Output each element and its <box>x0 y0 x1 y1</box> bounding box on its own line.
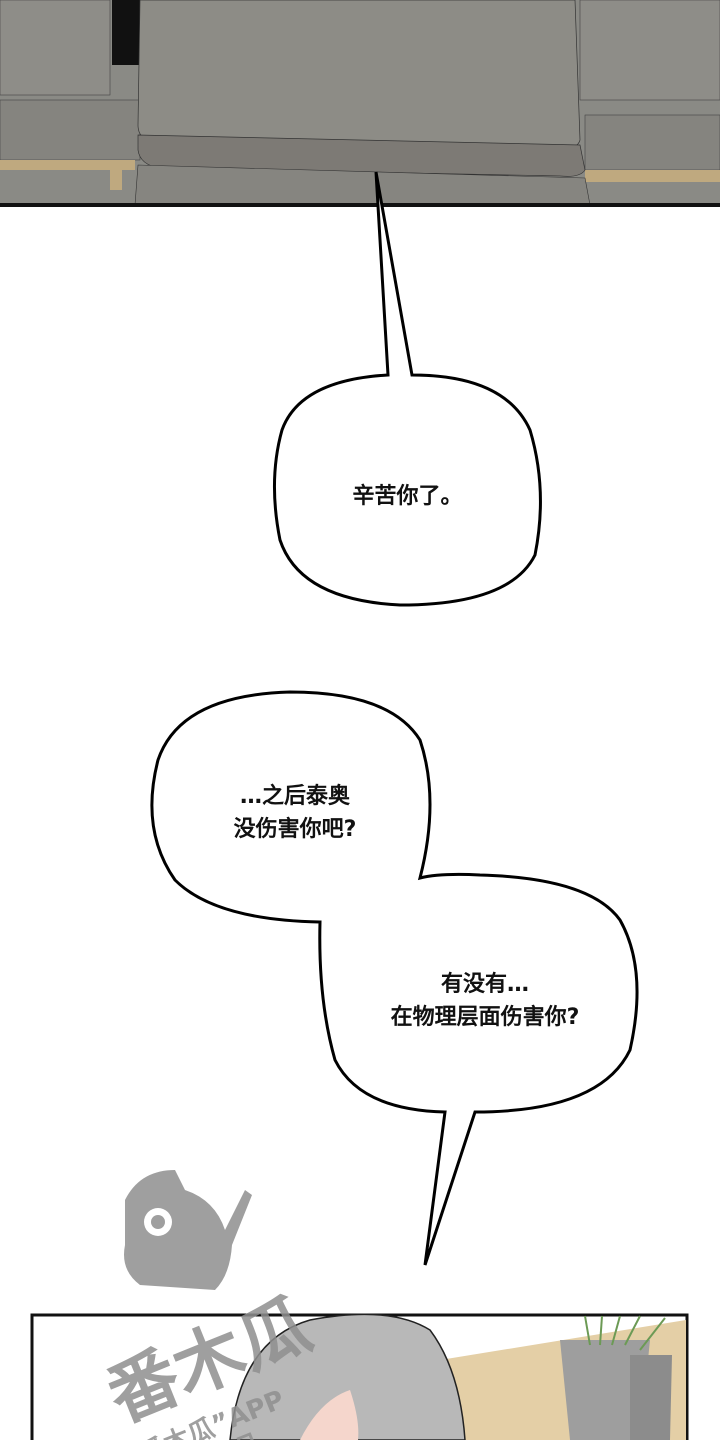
bubble-3-line-1: 有没有… <box>440 972 529 997</box>
bubble-2-line-1: …之后泰奥 <box>239 784 350 809</box>
bubble-2-line-2: 没伤害你吧? <box>233 817 357 842</box>
speech-bubble-2-3 <box>150 690 639 1266</box>
bubble-3-line-2: 在物理层面伤害你? <box>390 1005 580 1030</box>
bubble-1-line-1: 辛苦你了。 <box>352 484 463 509</box>
bubble-1-text: 辛苦你了。 <box>280 480 535 513</box>
bubble-2-text: …之后泰奥 没伤害你吧? <box>160 780 430 846</box>
bubble-3-text: 有没有… 在物理层面伤害你? <box>340 968 630 1034</box>
bottom-panel-scene <box>30 1313 689 1440</box>
top-panel-sofa-scene <box>0 0 720 207</box>
speech-bubble-1 <box>272 171 542 607</box>
